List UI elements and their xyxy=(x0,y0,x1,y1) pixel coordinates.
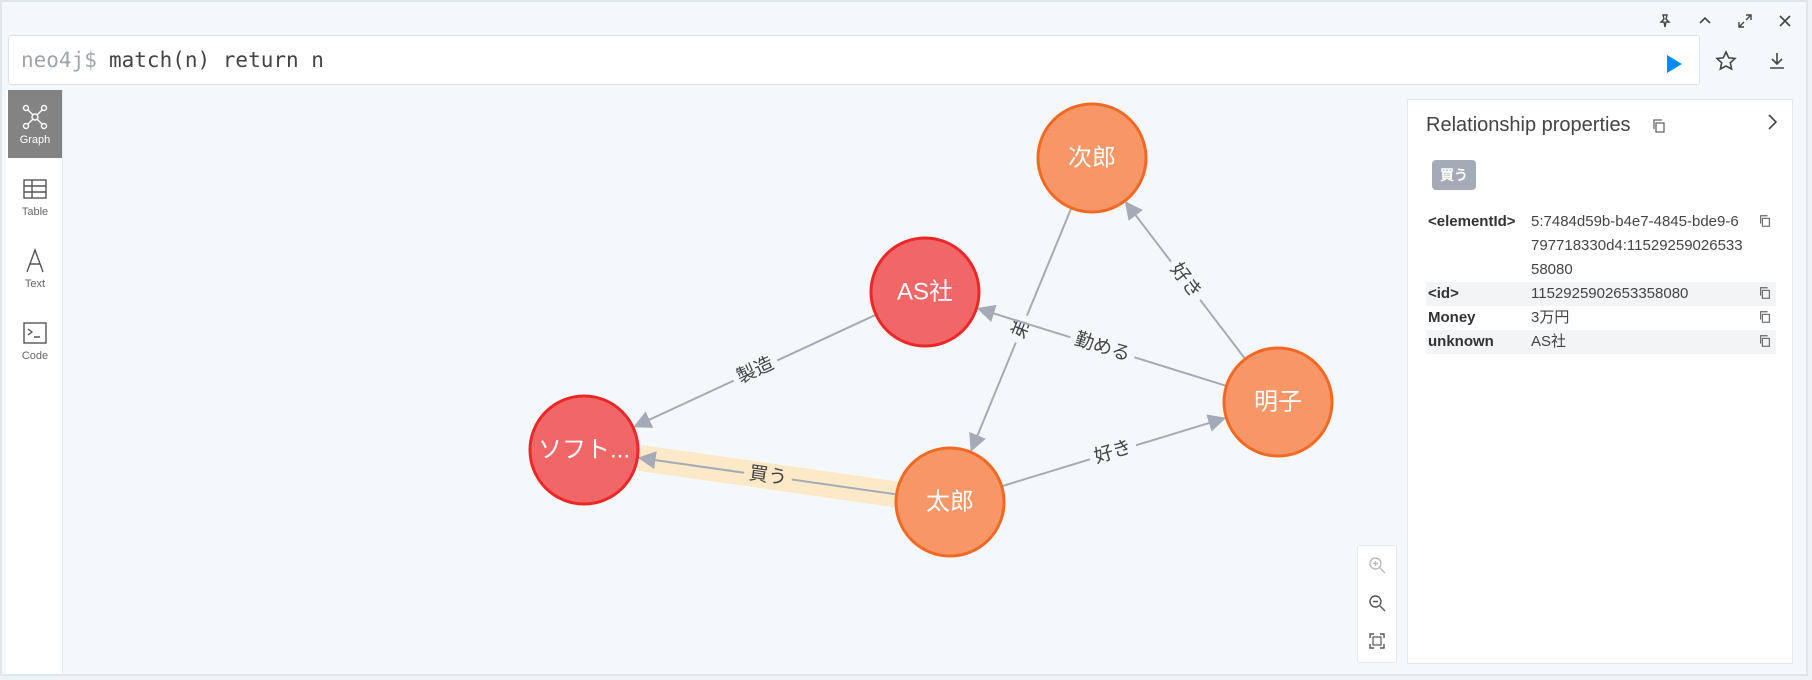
edge-label[interactable]: 勤める xyxy=(1072,328,1133,366)
copy-icon[interactable] xyxy=(1651,118,1667,134)
tab-graph[interactable]: Graph xyxy=(8,90,62,158)
copy-icon[interactable] xyxy=(1758,214,1772,228)
graph-node[interactable] xyxy=(894,446,1006,558)
table-icon xyxy=(23,179,47,199)
property-key: Money xyxy=(1428,309,1476,326)
property-key: <elementId> xyxy=(1428,213,1516,230)
property-key: unknown xyxy=(1428,333,1494,350)
pin-icon[interactable] xyxy=(1654,10,1676,32)
edge-label-background xyxy=(1066,325,1139,369)
tab-code[interactable]: Code xyxy=(8,306,62,374)
star-icon xyxy=(1715,50,1737,71)
node-label: 太郎 xyxy=(926,489,974,516)
view-tabs: Graph Table Text Code xyxy=(6,90,63,674)
copy-icon[interactable] xyxy=(1758,286,1772,300)
edge-label-background xyxy=(742,460,794,492)
node-label: AS社 xyxy=(897,279,953,306)
copy-icon[interactable] xyxy=(1758,334,1772,348)
graph-node[interactable] xyxy=(1222,346,1334,458)
fit-screen-icon xyxy=(1369,633,1385,649)
code-icon xyxy=(23,322,47,344)
graph-node[interactable] xyxy=(869,236,981,348)
query-text[interactable]: match(n) return n xyxy=(109,48,324,72)
panel-title: Relationship properties xyxy=(1426,114,1631,136)
run-button[interactable] xyxy=(1662,52,1686,76)
edge-label-background xyxy=(1086,433,1140,471)
zoom-out-button[interactable] xyxy=(1358,584,1396,622)
edge-label[interactable]: 好き xyxy=(1092,436,1135,468)
property-value: 3万円 xyxy=(1531,309,1570,326)
graph-icon xyxy=(22,104,48,130)
tab-graph-label: Graph xyxy=(19,134,51,146)
close-icon[interactable] xyxy=(1774,10,1796,32)
graph-node[interactable] xyxy=(528,394,640,506)
node-label: 明子 xyxy=(1254,389,1302,416)
tab-text-label: Text xyxy=(24,278,46,290)
zoom-controls xyxy=(1357,545,1397,663)
window-controls xyxy=(1654,10,1796,32)
property-value: 5:7484d59b-b4e7-4845-bde9-6797718330d4:1… xyxy=(1531,213,1743,278)
relationship-type-badge[interactable]: 買う xyxy=(1432,160,1476,190)
edge-label-background xyxy=(728,349,783,392)
tab-text[interactable]: Text xyxy=(8,234,62,302)
favorite-button[interactable] xyxy=(1714,49,1738,73)
property-row: unknown AS社 xyxy=(1426,330,1776,354)
property-row: <id> 1152925902653358080 xyxy=(1426,282,1776,306)
graph-node[interactable] xyxy=(1036,102,1148,214)
tab-table-label: Table xyxy=(21,206,49,218)
fit-to-screen-button[interactable] xyxy=(1358,622,1396,660)
property-key: <id> xyxy=(1428,285,1459,302)
copy-icon[interactable] xyxy=(1758,310,1772,324)
tab-code-label: Code xyxy=(21,350,49,362)
property-value: AS社 xyxy=(1531,333,1567,350)
property-row: <elementId> 5:7484d59b-b4e7-4845-bde9-67… xyxy=(1426,210,1776,282)
collapse-up-icon[interactable] xyxy=(1694,10,1716,32)
fullscreen-icon[interactable] xyxy=(1734,10,1756,32)
node-label: ソフト... xyxy=(538,437,630,464)
zoom-out-icon xyxy=(1369,595,1386,612)
node-label: 次郎 xyxy=(1068,145,1116,172)
download-icon xyxy=(1770,53,1784,69)
text-icon xyxy=(26,248,44,273)
properties-table: <elementId> 5:7484d59b-b4e7-4845-bde9-67… xyxy=(1426,210,1776,354)
chevron-right-icon[interactable] xyxy=(1762,112,1782,132)
property-value: 1152925902653358080 xyxy=(1531,285,1689,302)
property-row: Money 3万円 xyxy=(1426,306,1776,330)
query-editor[interactable]: neo4j$ match(n) return n xyxy=(8,35,1700,85)
properties-panel: Relationship properties 買う <elementId> 5… xyxy=(1407,99,1793,664)
editor-prompt: neo4j$ xyxy=(21,48,97,72)
download-button[interactable] xyxy=(1765,49,1789,73)
play-icon xyxy=(1667,55,1682,73)
edge-label-background xyxy=(1161,254,1210,308)
zoom-in-icon xyxy=(1369,557,1386,574)
tab-table[interactable]: Table xyxy=(8,162,62,230)
zoom-in-button[interactable] xyxy=(1358,546,1396,584)
